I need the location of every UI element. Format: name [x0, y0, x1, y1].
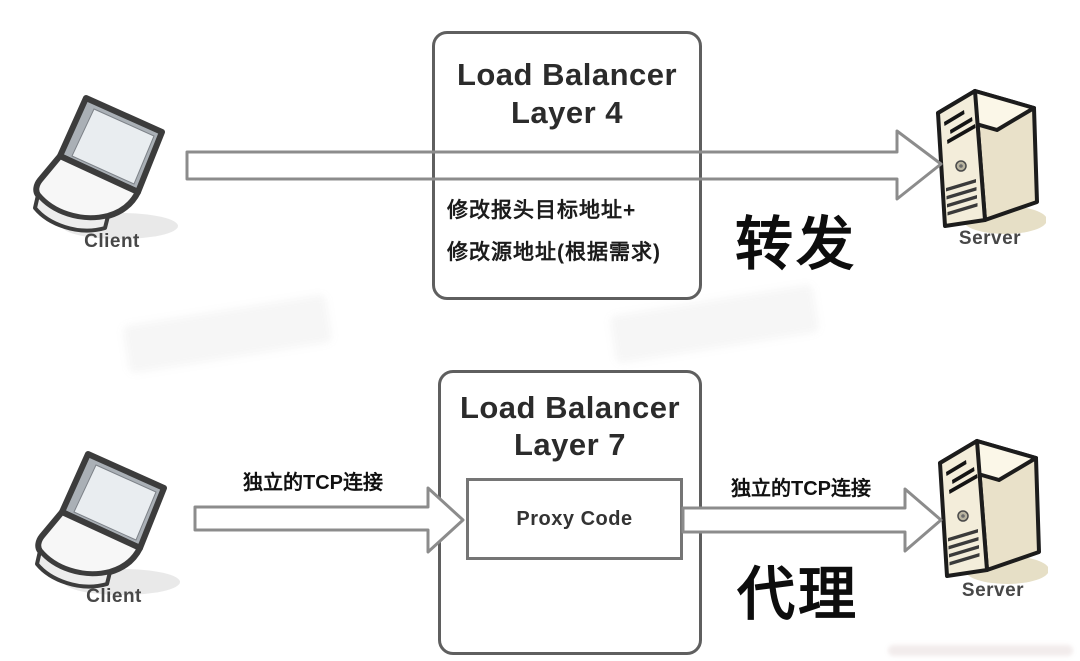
load-balancer-layer4-box: Load Balancer Layer 4 修改报头目标地址+ 修改源地址(根据…	[432, 31, 702, 300]
forward-mode-label: 转发	[735, 212, 858, 277]
client-label: Client	[86, 586, 142, 607]
proxy-mode-label: 代理	[737, 562, 860, 627]
tcp-connection-label-right: 独立的TCP连接	[731, 478, 871, 500]
proxy-code-label: Proxy Code	[516, 507, 633, 530]
watermark-smudge	[888, 645, 1073, 656]
lb7-title-line2: Layer 7	[513, 427, 627, 462]
watermark-smudge	[122, 294, 333, 374]
lb4-note-line1: 修改报头目标地址+	[447, 199, 637, 222]
server-label: Server	[961, 580, 1025, 601]
tcp-connection-label-left: 独立的TCP连接	[243, 472, 383, 494]
lb4-note-line2: 修改源地址(根据需求)	[447, 241, 661, 264]
server-label: Server	[958, 228, 1022, 249]
lb4-title-line2: Layer 4	[510, 95, 624, 130]
client-laptop-icon	[35, 451, 180, 595]
layer7-tcp-arrow-left	[193, 486, 465, 554]
proxy-code-box: Proxy Code	[466, 478, 683, 560]
client-label: Client	[84, 231, 140, 252]
lb7-title: Load Balancer Layer 7	[441, 389, 699, 463]
server-tower-icon	[938, 439, 1048, 584]
lb4-title: Load Balancer Layer 4	[435, 56, 699, 132]
client-laptop-icon	[33, 95, 178, 239]
lb4-title-line1: Load Balancer	[456, 57, 678, 92]
lb7-title-line1: Load Balancer	[459, 390, 681, 425]
server-tower-icon	[936, 89, 1046, 234]
